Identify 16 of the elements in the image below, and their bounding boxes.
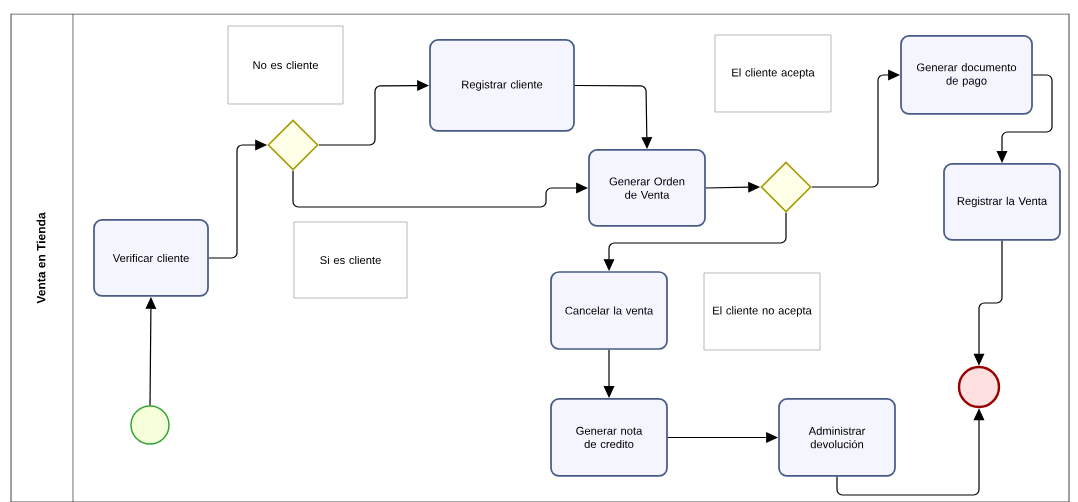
annotation-box: El cliente acepta: [714, 34, 832, 113]
task-box: Cancelar la venta: [550, 271, 668, 350]
annotation-box: El cliente no acepta: [703, 272, 821, 351]
task-box: Registrar la Venta: [943, 163, 1061, 241]
end-event-circle: [957, 365, 1001, 409]
gateway-diamond: [267, 119, 319, 171]
start-event-circle: [130, 405, 170, 445]
task-box: Generar nota de credito: [550, 398, 668, 477]
gateway-diamond: [760, 161, 812, 213]
task-box: Verificar cliente: [93, 219, 209, 297]
annotation-box: No es cliente: [227, 25, 344, 105]
task-box: Administrar devolución: [778, 398, 896, 477]
task-box: Registrar cliente: [429, 39, 575, 132]
annotation-box: Si es cliente: [293, 221, 408, 299]
task-box: Generar documento de pago: [900, 35, 1033, 115]
task-box: Generar Orden de Venta: [588, 149, 706, 227]
